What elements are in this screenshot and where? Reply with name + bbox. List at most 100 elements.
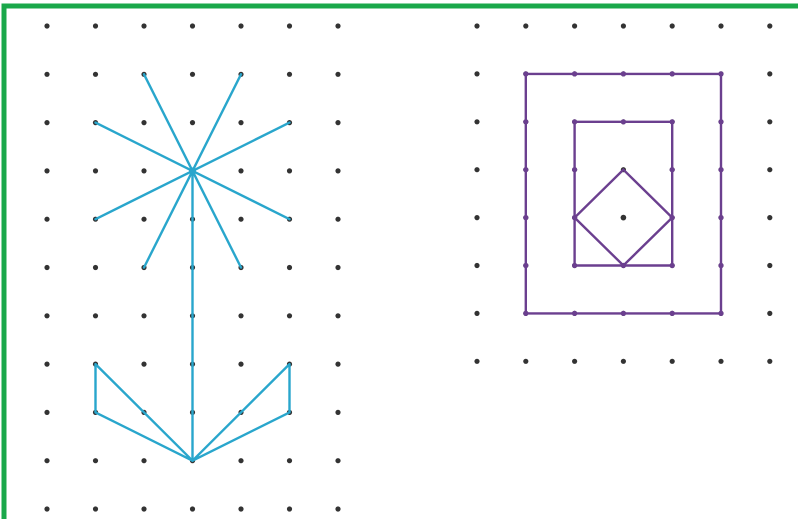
edge-dot: [523, 263, 528, 268]
edge-dot: [718, 311, 723, 316]
grid-dot: [93, 506, 98, 511]
grid-dot: [141, 217, 146, 222]
grid-dot: [190, 120, 195, 125]
edge-dot: [670, 167, 675, 172]
edge-dot: [670, 71, 675, 76]
grid-dot: [44, 120, 49, 125]
grid-dot: [238, 168, 243, 173]
grid-dot: [44, 217, 49, 222]
grid-dot: [335, 410, 340, 415]
grid-dot: [523, 359, 528, 364]
grid-dot: [335, 168, 340, 173]
edge-dot: [718, 119, 723, 124]
grid-dot: [670, 359, 675, 364]
grid-dot: [44, 313, 49, 318]
grid-dot: [767, 263, 772, 268]
grid-dot: [238, 506, 243, 511]
grid-dot: [287, 168, 292, 173]
grid-dot: [287, 72, 292, 77]
grid-dot: [474, 215, 479, 220]
grid-dot: [44, 168, 49, 173]
edge-dot: [718, 215, 723, 220]
grid-dot: [718, 359, 723, 364]
grid-dot: [523, 23, 528, 28]
edge-dot: [523, 215, 528, 220]
edge-dot: [621, 263, 626, 268]
grid-dot: [93, 72, 98, 77]
grid-dot: [141, 506, 146, 511]
grid-dot: [621, 359, 626, 364]
grid-dot: [44, 410, 49, 415]
grid-dot: [621, 23, 626, 28]
grid-dot: [767, 71, 772, 76]
grid-dot: [335, 362, 340, 367]
grid-dot: [93, 313, 98, 318]
grid-dot: [767, 215, 772, 220]
grid-dot: [238, 362, 243, 367]
grid-dot: [670, 23, 675, 28]
grid-dot: [238, 120, 243, 125]
edge-dot: [572, 71, 577, 76]
grid-dot: [44, 72, 49, 77]
grid-dot: [767, 167, 772, 172]
grid-dot: [44, 458, 49, 463]
grid-dot: [141, 23, 146, 28]
grid-dot: [335, 120, 340, 125]
grid-dot: [238, 458, 243, 463]
grid-dot: [718, 23, 723, 28]
grid-dot: [287, 506, 292, 511]
grid-dot: [767, 23, 772, 28]
edge-dot: [621, 311, 626, 316]
edge-dot: [718, 71, 723, 76]
grid-dot: [93, 265, 98, 270]
grid-dot: [767, 359, 772, 364]
edge-dot: [670, 263, 675, 268]
grid-dot: [141, 120, 146, 125]
grid-dot: [141, 458, 146, 463]
edge-dot: [523, 119, 528, 124]
grid-dot: [44, 362, 49, 367]
grid-dot: [335, 313, 340, 318]
grid-dot: [141, 168, 146, 173]
grid-dot: [474, 71, 479, 76]
edge-dot: [670, 215, 675, 220]
grid-dot: [767, 119, 772, 124]
grid-dot: [474, 263, 479, 268]
grid-dot: [190, 72, 195, 77]
grid-dot: [474, 311, 479, 316]
grid-dot: [238, 313, 243, 318]
grid-dot: [287, 458, 292, 463]
grid-dot: [141, 313, 146, 318]
edge-dot: [718, 167, 723, 172]
grid-dot: [287, 313, 292, 318]
grid-dot: [335, 23, 340, 28]
edge-dot: [670, 311, 675, 316]
grid-dot: [572, 359, 577, 364]
grid-dot: [335, 72, 340, 77]
edge-dot: [523, 311, 528, 316]
grid-dot: [93, 458, 98, 463]
edge-dot: [621, 119, 626, 124]
edge-dot: [572, 119, 577, 124]
grid-dot: [93, 168, 98, 173]
grid-dot: [44, 265, 49, 270]
grid-dot: [767, 311, 772, 316]
grid-dot: [287, 265, 292, 270]
grid-dot: [238, 217, 243, 222]
grid-dot: [335, 506, 340, 511]
edge-dot: [572, 311, 577, 316]
edge-dot: [572, 167, 577, 172]
edge-dot: [572, 215, 577, 220]
edge-dot: [572, 263, 577, 268]
grid-dot: [93, 23, 98, 28]
grid-dot: [141, 362, 146, 367]
edge-dot: [621, 71, 626, 76]
grid-dot: [474, 119, 479, 124]
edge-dot: [523, 71, 528, 76]
grid-dot: [287, 23, 292, 28]
grid-dot: [190, 506, 195, 511]
grid-dot: [335, 458, 340, 463]
edge-dot: [718, 263, 723, 268]
